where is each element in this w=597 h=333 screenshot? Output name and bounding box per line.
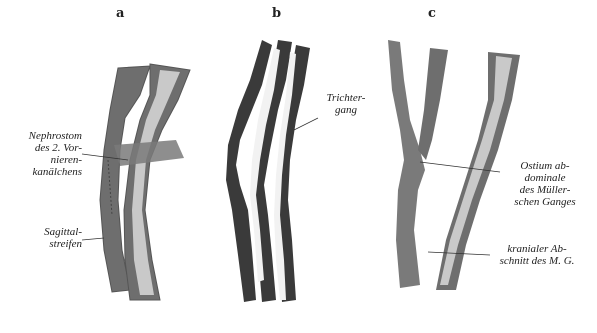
panel-a-drawing (100, 64, 190, 300)
label-trichtergang: Trichter- gang (316, 92, 376, 116)
panel-b-drawing (226, 40, 310, 302)
panel-label-c: c (428, 6, 436, 21)
label-ostium-line-3: des Müller- (500, 184, 590, 196)
label-kranial-line-2: schnitt des M. G. (484, 255, 590, 267)
label-kranial-line-1: kranialer Ab- (484, 243, 590, 255)
label-nephrostom: Nephrostom des 2. Vor- nieren- kanälchen… (4, 130, 82, 178)
panel-label-b: b (272, 6, 281, 21)
label-kranial: kranialer Ab- schnitt des M. G. (484, 243, 590, 267)
label-trichtergang-line-1: Trichter- (316, 92, 376, 104)
label-nephrostom-line-3: nieren- (4, 154, 82, 166)
label-ostium-line-4: schen Ganges (500, 196, 590, 208)
label-nephrostom-line-2: des 2. Vor- (4, 142, 82, 154)
label-trichtergang-line-2: gang (316, 104, 376, 116)
label-ostium: Ostium ab- dominale des Müller- schen Ga… (500, 160, 590, 208)
label-sagittal-line-2: streifen (30, 238, 82, 250)
label-nephrostom-line-4: kanälchens (4, 166, 82, 178)
label-ostium-line-2: dominale (500, 172, 590, 184)
label-nephrostom-line-1: Nephrostom (4, 130, 82, 142)
label-ostium-line-1: Ostium ab- (500, 160, 590, 172)
label-sagittal: Sagittal- streifen (30, 226, 82, 250)
label-sagittal-line-1: Sagittal- (30, 226, 82, 238)
panel-label-a: a (116, 6, 124, 21)
